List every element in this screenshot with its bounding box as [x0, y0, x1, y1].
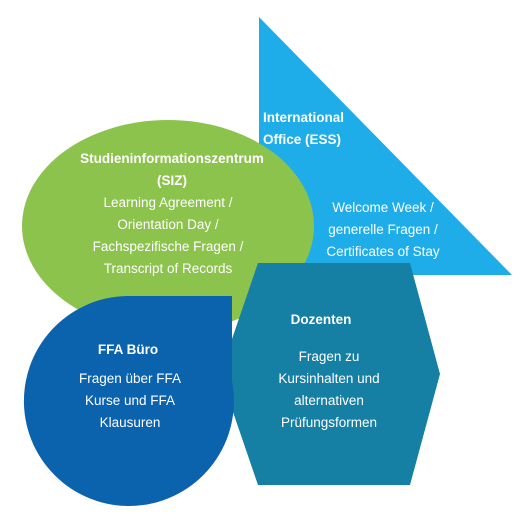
dozenten-line-2: Kursinhalten und	[278, 371, 379, 386]
dozenten-title: Dozenten	[291, 312, 352, 327]
dozenten-description: Fragen zu Kursinhalten und alternativen …	[278, 349, 379, 430]
international-office-title-line-1: International	[263, 110, 344, 125]
siz-description: Learning Agreement / Orientation Day / F…	[93, 195, 244, 276]
siz-title-line-2: (SIZ)	[157, 173, 187, 188]
siz-line-3: Fachspezifische Fragen /	[93, 239, 244, 254]
ffa-buero-description: Fragen über FFA Kurse und FFA Klausuren	[79, 371, 181, 430]
siz-line-2: Orientation Day /	[117, 217, 219, 232]
siz-title-line-1: Studieninformationszentrum	[80, 151, 264, 166]
dozenten-hexagon	[220, 263, 440, 485]
ffa-buero-teardrop	[23, 296, 234, 506]
ffa-buero-line-3: Klausuren	[100, 415, 161, 430]
dozenten-line-3: alternativen	[294, 393, 364, 408]
siz-ellipse	[22, 120, 314, 332]
international-office-label: International Office (ESS)	[263, 110, 344, 147]
international-office-title-line-2: Office (ESS)	[263, 132, 341, 147]
ffa-buero-line-2: Kurse und FFA	[85, 393, 175, 408]
international-office-line-3: Certificates of Stay	[326, 244, 440, 259]
international-office-line-2: generelle Fragen /	[328, 222, 438, 237]
international-office-triangle	[259, 17, 512, 275]
ffa-buero-title: FFA Büro	[98, 342, 158, 357]
siz-label: Studieninformationszentrum (SIZ)	[80, 151, 264, 188]
siz-line-4: Transcript of Records	[104, 261, 233, 276]
dozenten-line-4: Prüfungsformen	[281, 415, 377, 430]
international-office-line-1: Welcome Week /	[332, 200, 434, 215]
ffa-buero-line-1: Fragen über FFA	[79, 371, 181, 386]
international-office-description: Welcome Week / generelle Fragen / Certif…	[326, 200, 440, 259]
siz-line-1: Learning Agreement /	[103, 195, 232, 210]
dozenten-label: Dozenten	[291, 312, 352, 327]
dozenten-line-1: Fragen zu	[299, 349, 360, 364]
ffa-buero-label: FFA Büro	[98, 342, 158, 357]
